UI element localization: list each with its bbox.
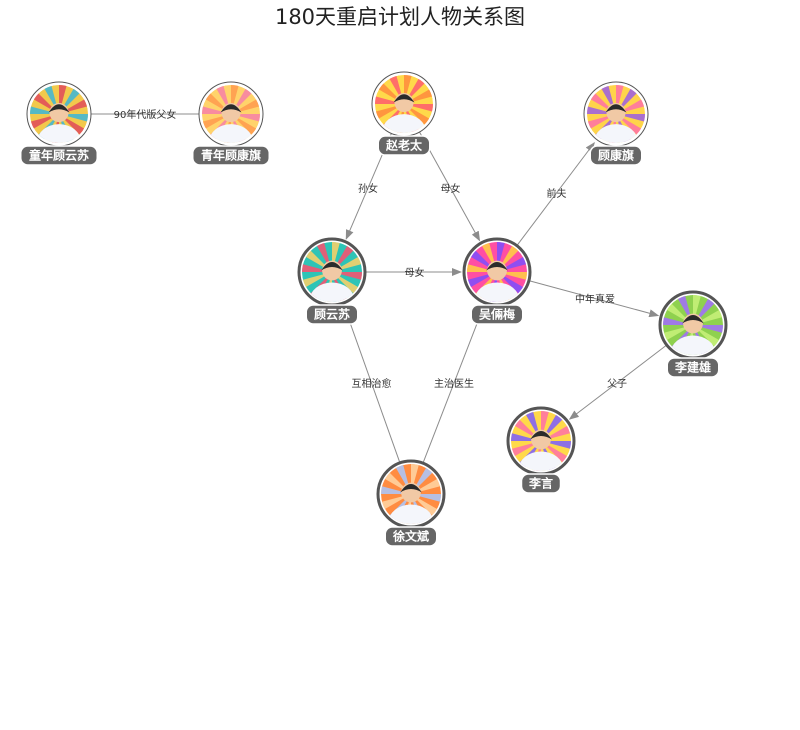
avatar-backdrop bbox=[375, 75, 433, 133]
node-label-pill bbox=[384, 526, 438, 547]
node-label-pill bbox=[589, 145, 643, 166]
edge-lijian-liyan[interactable]: 父子 bbox=[568, 344, 668, 420]
node-label-pill bbox=[666, 357, 720, 378]
edge-line[interactable] bbox=[343, 304, 401, 465]
avatar[interactable] bbox=[371, 71, 437, 149]
edge-line[interactable] bbox=[527, 279, 660, 318]
node-qingnian[interactable]: 青年顾康旗 bbox=[192, 81, 270, 166]
node-xu[interactable]: 徐文斌 bbox=[376, 459, 446, 547]
node-label: 吴倆梅 bbox=[479, 307, 515, 322]
edge-label: 90年代版父女 bbox=[114, 108, 177, 121]
avatar[interactable] bbox=[583, 81, 649, 159]
avatar-backdrop bbox=[587, 85, 645, 143]
node-label-pill bbox=[20, 145, 98, 166]
avatar-backdrop bbox=[202, 85, 260, 143]
edge-line[interactable] bbox=[515, 141, 595, 247]
avatar-backdrop bbox=[30, 85, 88, 143]
node-gukang[interactable]: 顾康旗 bbox=[583, 81, 649, 166]
node-label-pill bbox=[470, 304, 524, 325]
edge-label: 父子 bbox=[607, 378, 627, 390]
edge-wu-gukang[interactable]: 前夫 bbox=[515, 141, 595, 247]
edge-label: 前夫 bbox=[547, 187, 567, 200]
node-label: 赵老太 bbox=[385, 138, 423, 153]
edge-label: 孙女 bbox=[358, 182, 378, 195]
node-liyan[interactable]: 李言 bbox=[506, 406, 576, 494]
node-lijian[interactable]: 李建雄 bbox=[658, 290, 728, 378]
node-label-pill bbox=[192, 145, 270, 166]
node-label-pill bbox=[520, 473, 562, 494]
node-tongnian[interactable]: 童年顾云苏 bbox=[20, 81, 98, 166]
edge-xu-wu[interactable]: 主治医生 bbox=[422, 304, 485, 465]
edge-wu-lijian[interactable]: 中年真爱 bbox=[527, 279, 660, 318]
edge-label: 母女 bbox=[441, 182, 461, 195]
edge-xu-guyun[interactable]: 互相治愈 bbox=[343, 304, 401, 465]
edge-guyun-wu[interactable]: 母女 bbox=[364, 266, 462, 279]
node-label: 徐文斌 bbox=[392, 529, 429, 544]
avatar[interactable] bbox=[26, 81, 92, 159]
node-label: 顾康旗 bbox=[598, 148, 634, 163]
avatar[interactable] bbox=[297, 237, 367, 319]
edge-line[interactable] bbox=[422, 304, 485, 465]
edge-label: 中年真爱 bbox=[575, 293, 615, 306]
avatar-backdrop bbox=[467, 242, 527, 302]
avatar[interactable] bbox=[198, 81, 264, 159]
avatar-backdrop bbox=[663, 295, 723, 355]
edge-tongnian-qingnian[interactable]: 90年代版父女 bbox=[91, 108, 199, 121]
edge-line[interactable] bbox=[568, 344, 668, 420]
avatar-backdrop bbox=[511, 411, 571, 471]
node-label: 李言 bbox=[528, 476, 553, 491]
node-label: 童年顾云苏 bbox=[29, 148, 89, 163]
edge-label: 母女 bbox=[405, 266, 425, 279]
graph-title: 180天重启计划人物关系图 bbox=[275, 5, 525, 29]
node-wu[interactable]: 吴倆梅 bbox=[462, 237, 532, 325]
avatar-backdrop bbox=[381, 464, 441, 524]
avatar[interactable] bbox=[506, 406, 576, 488]
node-label-pill bbox=[377, 135, 431, 156]
node-zhao[interactable]: 赵老太 bbox=[371, 71, 437, 156]
avatar[interactable] bbox=[376, 459, 446, 541]
avatar-backdrop bbox=[302, 242, 362, 302]
node-label: 李建雄 bbox=[674, 360, 711, 375]
edge-label: 互相治愈 bbox=[352, 377, 392, 390]
node-label: 青年顾康旗 bbox=[201, 148, 261, 163]
edges-layer: 90年代版父女孙女母女前夫母女中年真爱父子互相治愈主治医生 bbox=[91, 108, 668, 465]
node-label-pill bbox=[305, 304, 359, 325]
node-guyun[interactable]: 顾云苏 bbox=[297, 237, 367, 325]
node-label: 顾云苏 bbox=[314, 307, 350, 322]
edge-label: 主治医生 bbox=[434, 377, 474, 390]
